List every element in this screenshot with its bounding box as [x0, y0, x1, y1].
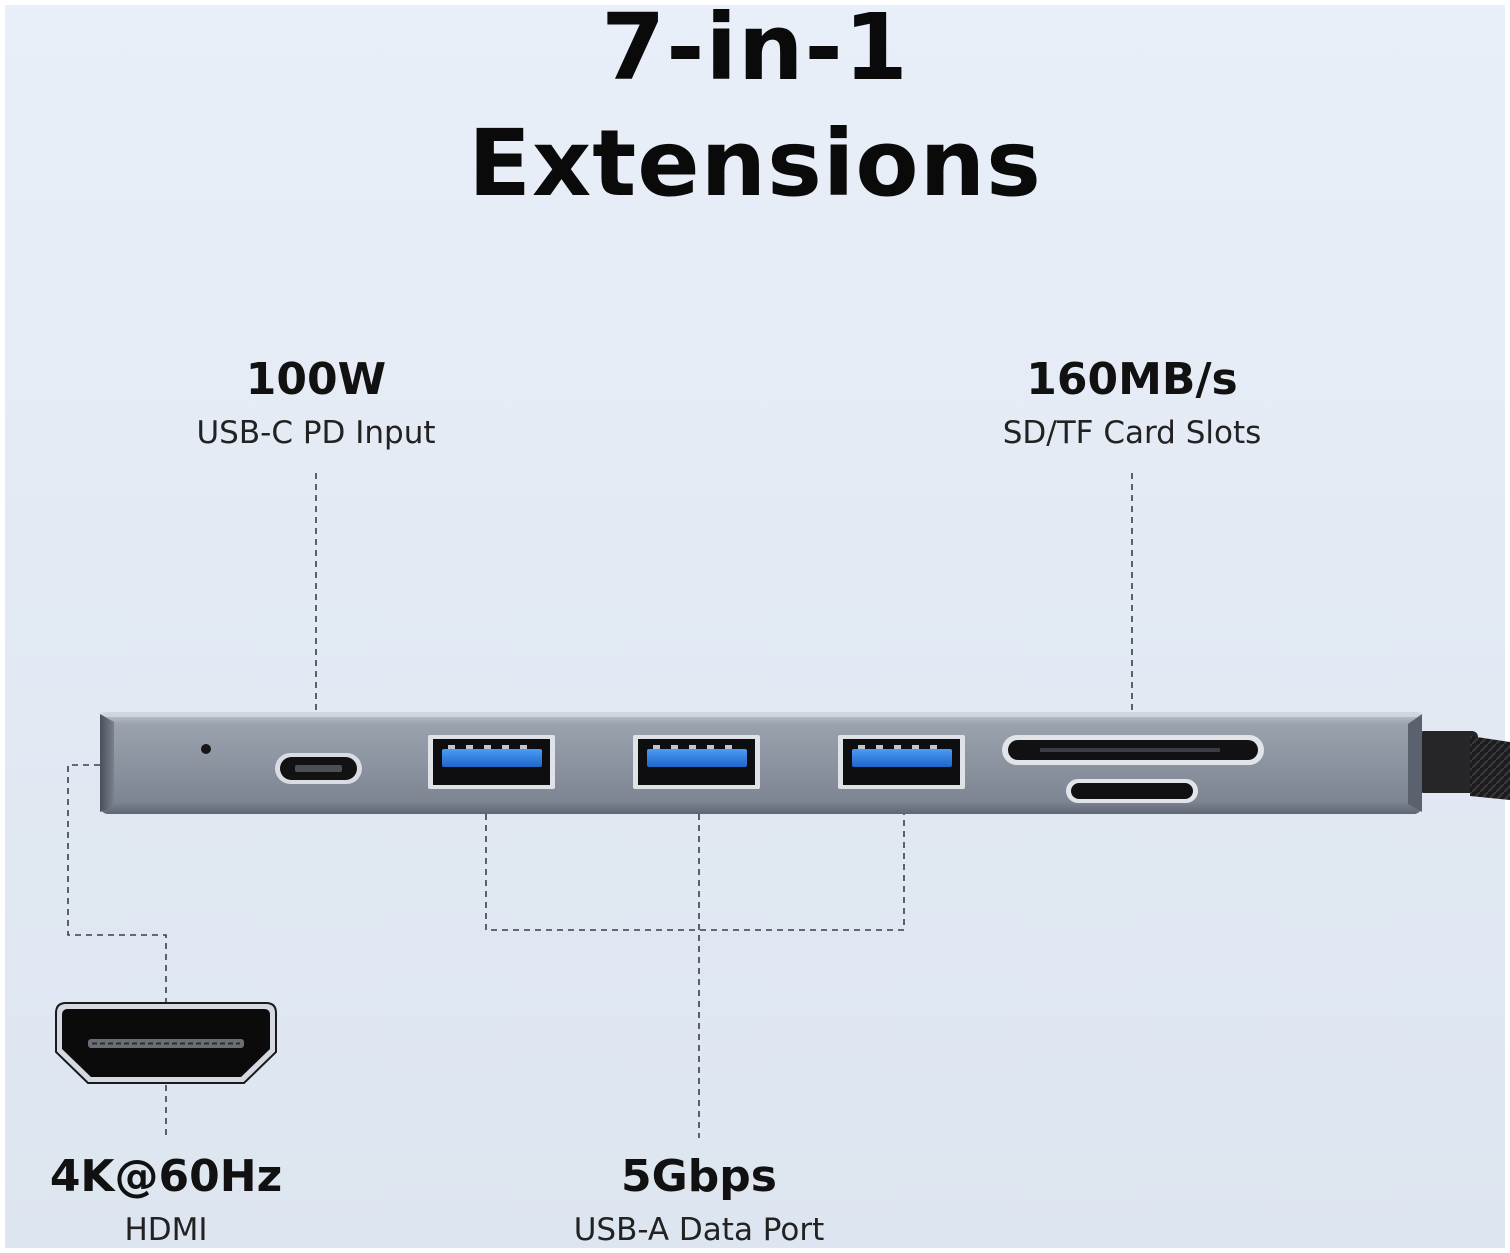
hdmi-port-icon	[55, 1002, 277, 1084]
tf-card-slot	[1066, 779, 1198, 803]
usb-a-port-2	[633, 735, 760, 789]
usb-a-port-3	[838, 735, 965, 789]
spec-label: SD/TF Card Slots	[1002, 415, 1262, 451]
spec-value: 160MB/s	[1026, 354, 1238, 405]
usb-c-port	[275, 753, 362, 784]
spec-value: 5Gbps	[621, 1151, 777, 1202]
spec-hdmi: 4K@60Hz HDMI	[50, 1155, 282, 1246]
spec-card-slots: 160MB/s SD/TF Card Slots	[1003, 358, 1262, 449]
callout-lines	[67, 473, 1133, 1138]
spec-value: 4K@60Hz	[49, 1151, 283, 1202]
headline-line-2: Extensions	[468, 110, 1042, 217]
spec-label: HDMI	[124, 1212, 208, 1248]
headline-line-1: 7-in-1	[601, 0, 909, 101]
spec-value: 100W	[245, 354, 387, 405]
braided-cable	[1418, 731, 1510, 800]
spec-label: USB-C PD Input	[196, 415, 436, 451]
spec-usb-a: 5Gbps USB-A Data Port	[574, 1155, 825, 1246]
usb-a-port-1	[428, 735, 555, 789]
sd-card-slot	[1002, 735, 1264, 765]
spec-label: USB-A Data Port	[573, 1212, 825, 1248]
led-indicator	[201, 744, 211, 754]
usb-c-hub	[100, 712, 1422, 814]
spec-usb-c-pd: 100W USB-C PD Input	[196, 358, 435, 449]
